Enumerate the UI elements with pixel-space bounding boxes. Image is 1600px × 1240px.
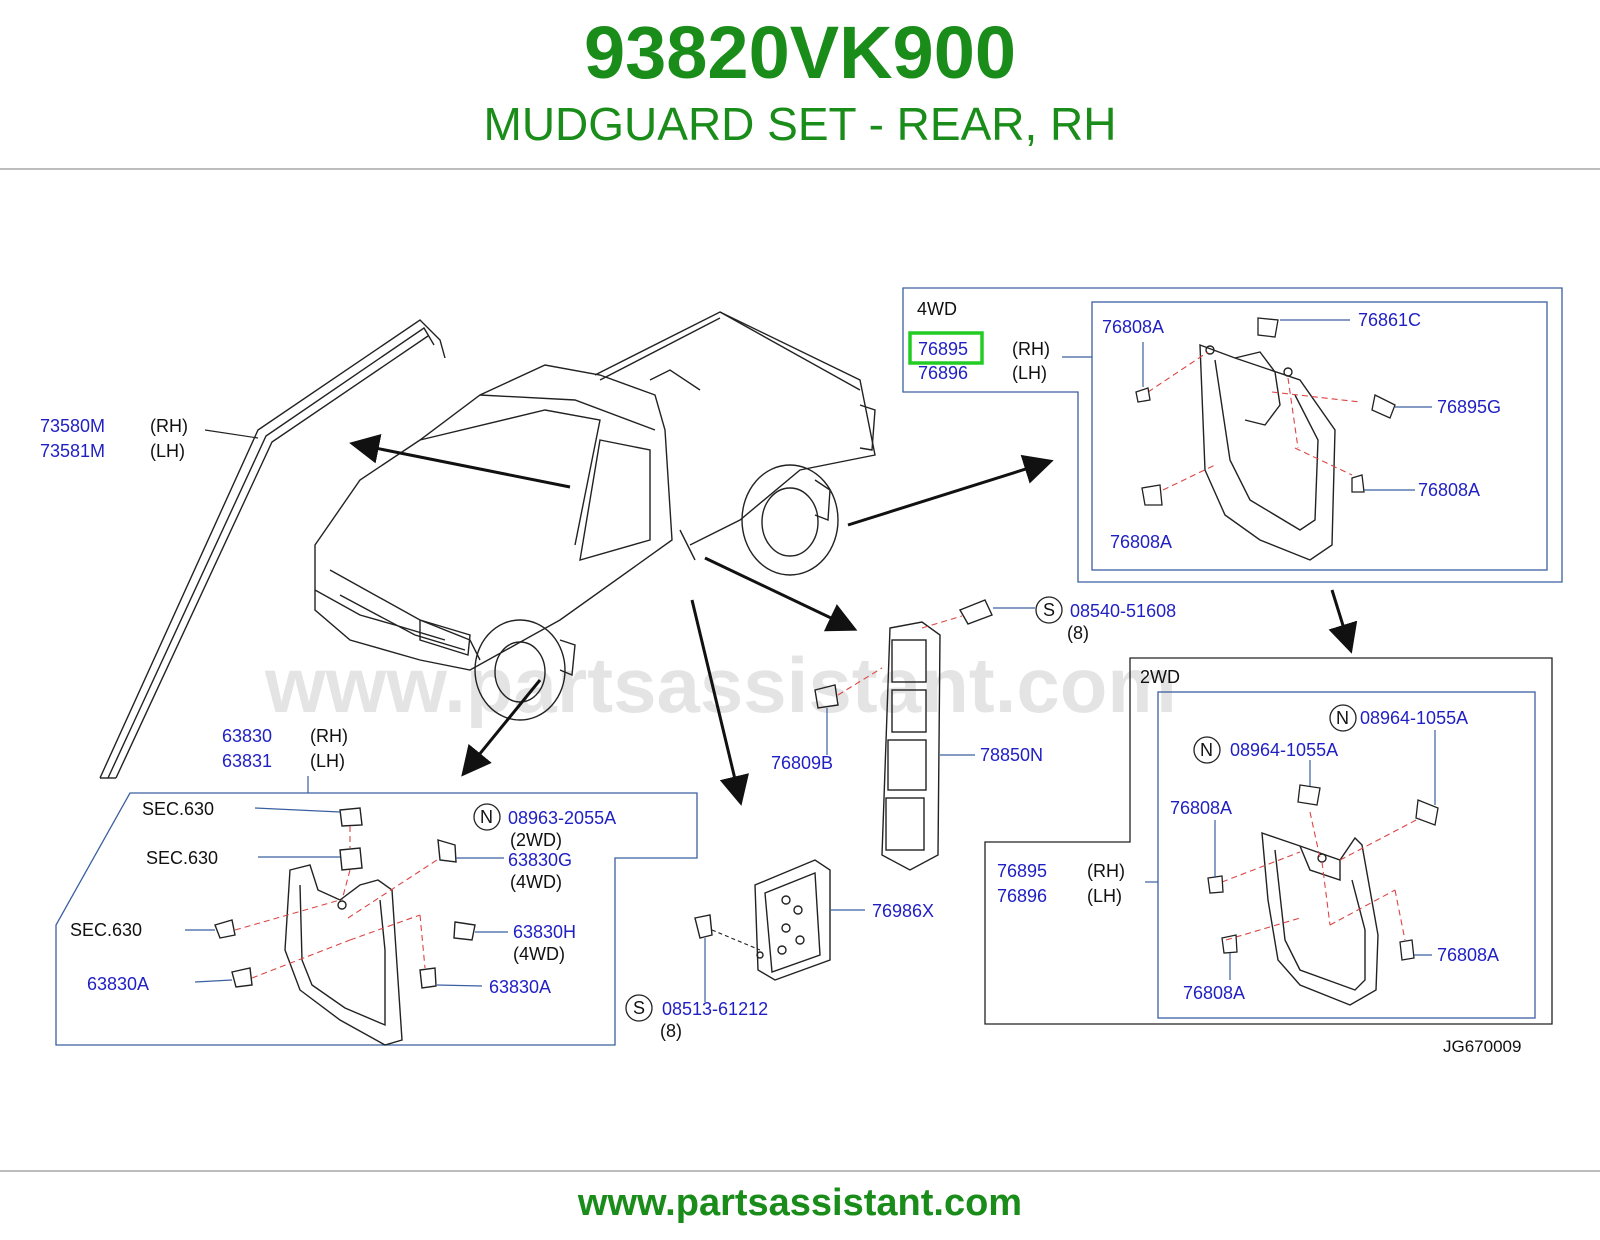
label-63831-side: (LH) [310, 751, 345, 771]
dashed-assembly-lines-2wd [1221, 811, 1421, 941]
label-76808a-2wd-r: 76808A [1437, 945, 1499, 965]
label-76808a-2wd-b: 76808A [1183, 983, 1245, 1003]
label-08963-note: (2WD) [510, 830, 562, 850]
label-63830: 63830 [222, 726, 272, 746]
circle-n-r [1329, 704, 1357, 732]
symbol-n-l: N [1200, 740, 1213, 760]
label-76895-4wd-side: (RH) [1012, 339, 1050, 359]
label-63830h-note: (4WD) [513, 944, 565, 964]
dashed-assembly-lines-front [234, 826, 441, 979]
circle-s-top [1035, 596, 1063, 624]
label-sec630-2: SEC.630 [146, 848, 218, 868]
label-76809b: 76809B [771, 753, 833, 773]
mudguard-front [214, 807, 476, 1046]
label-08513-qty: (8) [660, 1021, 682, 1041]
label-63830g: 63830G [508, 850, 572, 870]
header-divider [0, 168, 1600, 170]
label-76895g: 76895G [1437, 397, 1501, 417]
footer-divider [0, 1170, 1600, 1172]
label-76808a-2wd-tl: 76808A [1170, 798, 1232, 818]
label-73581m: 73581M [40, 441, 105, 461]
highlight-box-76895 [908, 331, 984, 365]
label-08964-l: 08964-1055A [1230, 740, 1338, 760]
circle-n-l [1193, 736, 1221, 764]
label-63830a-r: 63830A [489, 977, 551, 997]
mudguard-4wd-rear [1199, 343, 1336, 561]
label-76896-4wd-side: (LH) [1012, 363, 1047, 383]
fasteners-4wd [1135, 317, 1396, 506]
dash-76809b [837, 667, 883, 696]
mudguard-2wd-rear [1261, 831, 1379, 1006]
label-76808a-4wd-bl: 76808A [1110, 532, 1172, 552]
roof-drip-molding [99, 319, 446, 779]
part-number-title: 93820VK900 [583, 11, 1017, 94]
diagram-code: JG670009 [1443, 1037, 1521, 1056]
leader-73580m [204, 429, 259, 439]
box-front [55, 792, 698, 1046]
label-76896-2wd: 76896 [997, 886, 1047, 906]
dash-08540 [921, 615, 963, 629]
label-63830a-l: 63830A [87, 974, 149, 994]
label-76895-2wd-side: (RH) [1087, 861, 1125, 881]
label-63830h: 63830H [513, 922, 576, 942]
circle-s-bot [625, 994, 653, 1022]
truck-illustration [314, 311, 876, 721]
dashed-assembly-lines-4wd [1147, 351, 1361, 491]
label-08513-61212: 08513-61212 [662, 999, 768, 1019]
fasteners-2wd [1207, 784, 1439, 961]
leaders-4wd [1142, 319, 1432, 491]
label-73580m: 73580M [40, 416, 105, 436]
splash-protector-78850n [814, 599, 993, 871]
symbol-s-top: S [1043, 600, 1055, 620]
label-4wd: 4WD [917, 299, 957, 319]
circle-n-front [473, 803, 501, 831]
label-73580m-side: (RH) [150, 416, 188, 436]
footer-url[interactable]: www.partsassistant.com [577, 1182, 1023, 1224]
label-76896-2wd-side: (LH) [1087, 886, 1122, 906]
box-2wd-rear-inner [1157, 691, 1536, 1019]
label-76808a-4wd-tl: 76808A [1102, 317, 1164, 337]
box-4wd-rear [902, 287, 1563, 583]
label-76861c: 76861C [1358, 310, 1421, 330]
callout-arrows [349, 433, 1358, 806]
leaders-2wd [1214, 730, 1436, 980]
label-2wd: 2WD [1140, 667, 1180, 687]
label-08963-2055a: 08963-2055A [508, 808, 616, 828]
dash-08513 [711, 929, 761, 951]
label-08540-qty: (8) [1067, 623, 1089, 643]
label-08540-51608: 08540-51608 [1070, 601, 1176, 621]
label-76895-2wd: 76895 [997, 861, 1047, 881]
label-76808a-4wd-r: 76808A [1418, 480, 1480, 500]
box-2wd-rear [984, 657, 1553, 1025]
label-sec630-1: SEC.630 [142, 799, 214, 819]
label-76895-4wd[interactable]: 76895 [918, 339, 968, 359]
symbol-n-front: N [480, 807, 493, 827]
label-76986x: 76986X [872, 901, 934, 921]
symbol-s-bot: S [633, 998, 645, 1018]
label-78850n: 78850N [980, 745, 1043, 765]
label-63831: 63831 [222, 751, 272, 771]
part-description: MUDGUARD SET - REAR, RH [483, 98, 1117, 150]
box-4wd-rear-inner [1091, 301, 1548, 571]
label-63830g-note: (4WD) [510, 872, 562, 892]
label-73581m-side: (LH) [150, 441, 185, 461]
symbol-n-r: N [1336, 708, 1349, 728]
label-sec630-3: SEC.630 [70, 920, 142, 940]
pad-76986x [694, 859, 831, 981]
leaders-front [185, 807, 508, 987]
label-63830-side: (RH) [310, 726, 348, 746]
label-76896-4wd: 76896 [918, 363, 968, 383]
label-08964-r: 08964-1055A [1360, 708, 1468, 728]
